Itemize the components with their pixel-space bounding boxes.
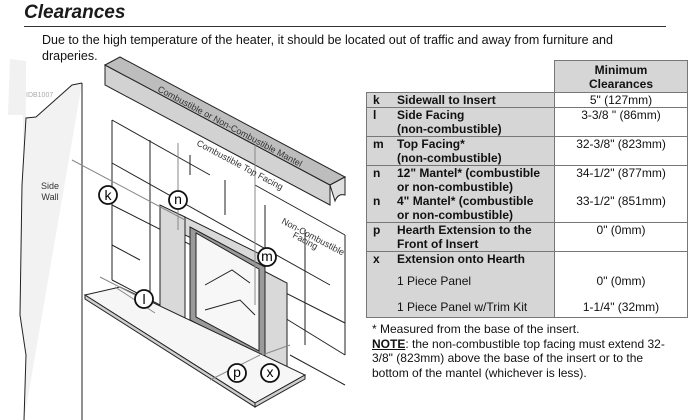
callout-l: l bbox=[134, 289, 154, 309]
row-value: 3-3/8 " (86mm) bbox=[581, 108, 661, 122]
row-value: 34-1/2" (877mm) bbox=[576, 166, 666, 180]
section-title: Clearances bbox=[24, 2, 126, 23]
callouts: k n m l p x bbox=[98, 185, 280, 383]
row-letter: k bbox=[373, 93, 380, 107]
row-value: 32-3/8" (823mm) bbox=[576, 137, 666, 151]
svg-text:l: l bbox=[142, 291, 145, 307]
row-label: Top Facing*(non-combustible) bbox=[397, 137, 502, 165]
footnote: * Measured from the base of the insert. bbox=[372, 322, 580, 336]
row-value: 5" (127mm) bbox=[589, 93, 653, 107]
note-label: NOTE bbox=[372, 336, 406, 351]
row-letter: l bbox=[373, 108, 377, 122]
note-paragraph: NOTE: the non-combustible top facing mus… bbox=[372, 337, 672, 381]
svg-text:m: m bbox=[261, 248, 273, 264]
row-value: 33-1/2" (851mm) bbox=[576, 194, 666, 208]
svg-text:k: k bbox=[105, 187, 113, 203]
row-letter: m bbox=[373, 137, 384, 151]
side-wall bbox=[8, 59, 26, 420]
header-min-clearances: Minimum Clearances bbox=[554, 60, 688, 93]
side-wall-label-2: Wall bbox=[41, 192, 58, 202]
callout-m: m bbox=[257, 247, 277, 267]
callout-x: x bbox=[260, 363, 280, 383]
notes: * Measured from the base of the insert. … bbox=[372, 322, 672, 380]
svg-text:x: x bbox=[267, 364, 274, 380]
side-wall-label: Side bbox=[41, 181, 59, 191]
row-label: Extension onto Hearth bbox=[397, 252, 526, 266]
row-label: Sidewall to Insert bbox=[397, 93, 496, 107]
sub-value: 0" (0mm) bbox=[596, 274, 646, 288]
sub-value: 1-1/4" (32mm) bbox=[582, 300, 660, 314]
row-letter: x bbox=[373, 252, 380, 266]
callout-n: n bbox=[168, 190, 188, 210]
sub-label: 1 Piece Panel w/Trim Kit bbox=[397, 300, 528, 314]
sub-label: 1 Piece Panel bbox=[397, 274, 472, 288]
noncomb-facing-label: Non-Combustible bbox=[280, 216, 346, 257]
fireplace-insert bbox=[189, 226, 266, 361]
row-letter: n bbox=[373, 194, 381, 208]
row-value: 0" (0mm) bbox=[596, 223, 646, 237]
clearance-diagram: k n m l p x IDB1007 Side Wall Combustibl… bbox=[8, 56, 346, 420]
table-header-row: Minimum Clearances bbox=[367, 60, 688, 93]
table-row: m Top Facing*(non-combustible) 32-3/8" (8… bbox=[366, 136, 688, 166]
callout-p: p bbox=[227, 363, 247, 383]
svg-text:n: n bbox=[174, 191, 182, 207]
svg-text:p: p bbox=[233, 364, 241, 380]
callout-k: k bbox=[98, 185, 118, 205]
clearances-table: Minimum Clearances k Sidewall to Insert 5… bbox=[366, 60, 688, 318]
table-row: x Extension onto Hearth 1 Piece Panel 1 P… bbox=[366, 251, 688, 318]
title-rule bbox=[24, 26, 666, 27]
row-letter: p bbox=[373, 223, 381, 237]
image-id-label: IDB1007 bbox=[26, 92, 53, 99]
row-letter: n bbox=[373, 166, 381, 180]
row-label: Side Facing(non-combustible) bbox=[397, 108, 502, 136]
table-row: l Side Facing(non-combustible) 3-3/8 " (8… bbox=[366, 107, 688, 137]
note-text: : the non-combustible top facing must ex… bbox=[372, 336, 665, 380]
table-row: k Sidewall to Insert 5" (127mm) bbox=[366, 92, 688, 108]
side-wall-shape bbox=[19, 82, 83, 420]
intro-paragraph: Due to the high temperature of the heate… bbox=[42, 33, 613, 63]
